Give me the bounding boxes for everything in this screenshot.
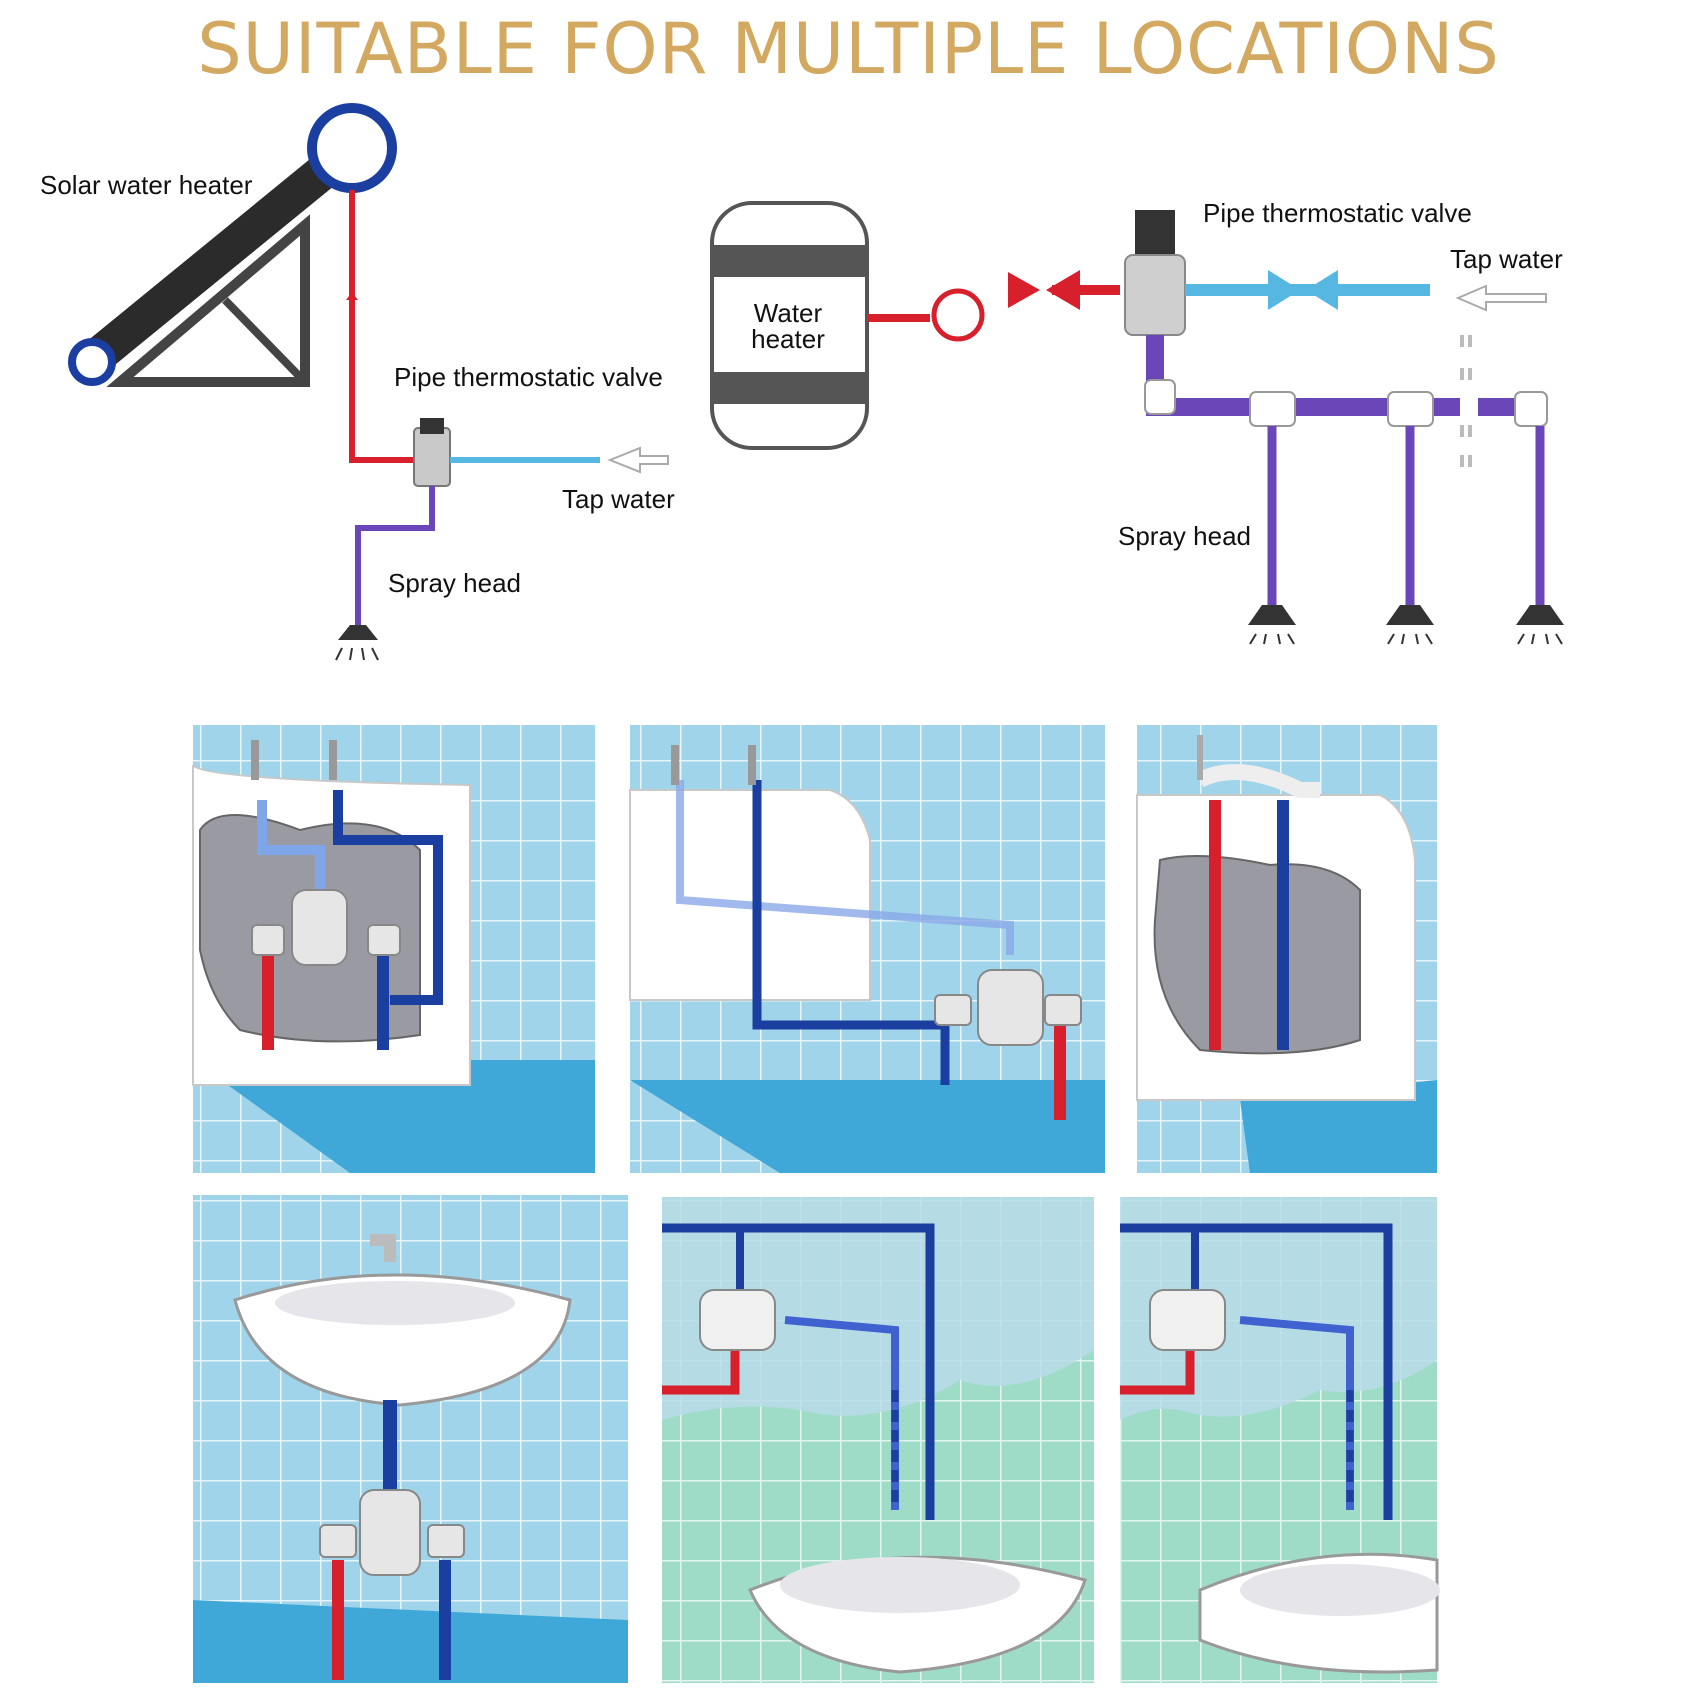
valve-right-label: Pipe thermostatic valve: [1203, 198, 1472, 228]
scene-bathtub-under-panel: [192, 725, 595, 1173]
spray-head-right-2-icon: [1386, 605, 1434, 625]
tap-arrow-left-icon: [607, 446, 669, 474]
valve-icon-scene5: [699, 1289, 776, 1351]
spray-left-label: Spray head: [388, 568, 521, 598]
valve-icon-scene6: [1149, 1289, 1226, 1351]
solar-heater-label: Solar water heater: [40, 170, 253, 200]
spray-head-right-3-icon: [1516, 605, 1564, 625]
valve-icon-scene4: [359, 1489, 421, 1576]
thermostatic-valve-left-icon: [413, 427, 451, 487]
solar-tank: [307, 103, 397, 193]
scene-washbasin-wall-left: [662, 1197, 1094, 1683]
valve-icon-scene1: [291, 889, 348, 966]
page-title: SUITABLE FOR MULTIPLE LOCATIONS: [197, 8, 1500, 90]
spray-heads-right: [1248, 605, 1564, 645]
scene-washbasin-wall-right: [1120, 1197, 1440, 1683]
solar-panel: [72, 130, 370, 380]
valve-left-label: Pipe thermostatic valve: [394, 362, 663, 392]
scene-bathtub-wall-mounted: [629, 725, 1105, 1173]
solar-frame: [106, 214, 310, 387]
water-heater-schematic: Water heater Pipe thermo: [710, 198, 1564, 645]
tap-right-label: Tap water: [1450, 244, 1563, 274]
valve-icon-scene2: [977, 969, 1044, 1046]
spray-right-label: Spray head: [1118, 521, 1251, 551]
tap-arrow-right-icon: [1455, 284, 1547, 312]
solar-schematic: Solar water heater Pipe thermostatic val…: [40, 103, 675, 661]
thermostatic-valve-right-icon: [1135, 210, 1175, 255]
mixed-pipe-left: [355, 486, 435, 630]
hot-pipe-left: [349, 190, 420, 463]
water-heater-label-line2: heater: [751, 324, 825, 354]
water-heater-label-line1: Water: [754, 298, 823, 328]
scene-washbasin-under-mount: [193, 1195, 628, 1683]
scene-shower-tub: [1136, 725, 1437, 1173]
cutaway-hole-shower: [1153, 855, 1361, 1055]
spray-head-left-icon: [338, 625, 378, 640]
spray-head-right-1-icon: [1248, 605, 1296, 625]
mixed-drops-right: [1267, 426, 1545, 610]
tap-left-label: Tap water: [562, 484, 675, 514]
